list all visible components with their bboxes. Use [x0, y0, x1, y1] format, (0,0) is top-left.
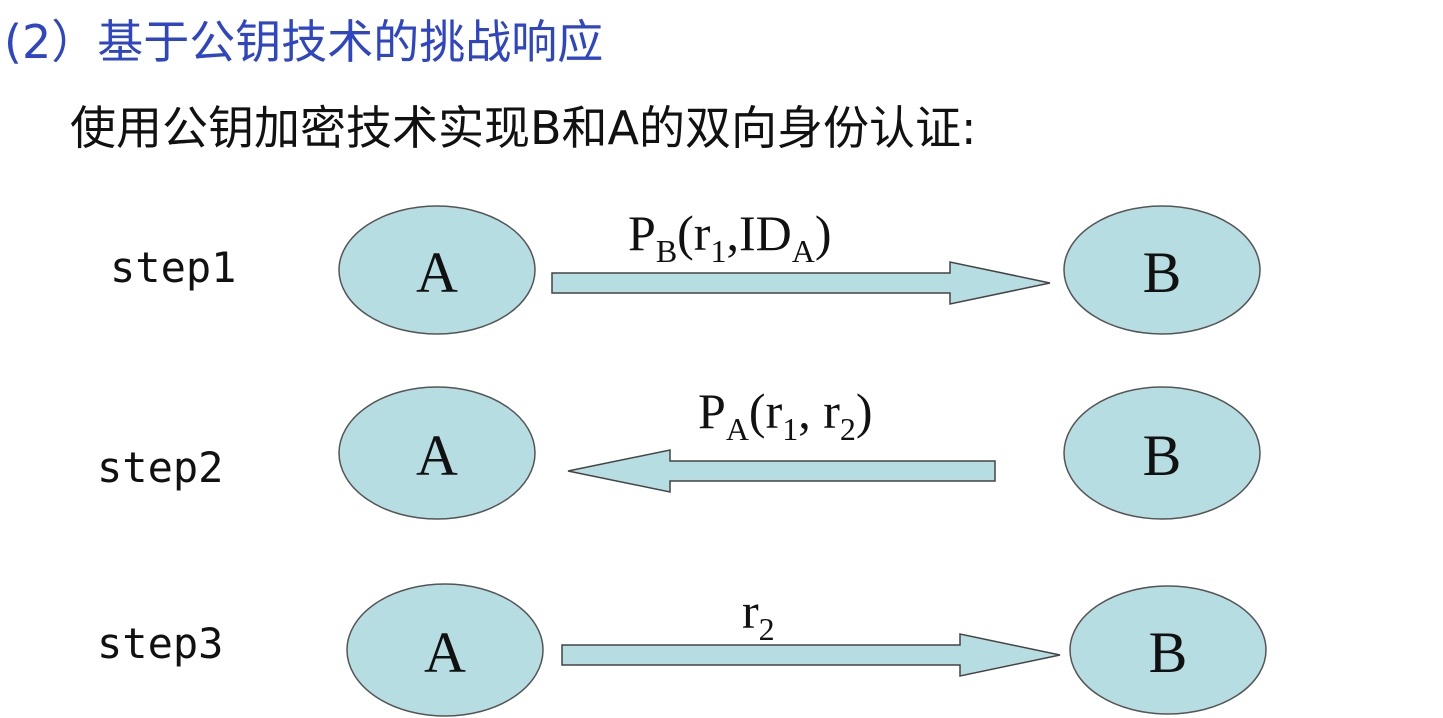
node-b-label: B: [1149, 620, 1188, 685]
arrow-left: [567, 449, 996, 493]
step-label: step1: [110, 243, 236, 292]
node-a-label: A: [416, 240, 458, 305]
message-label: r2: [742, 583, 775, 647]
step-label: step2: [97, 443, 223, 492]
node-a-label: A: [424, 620, 466, 685]
node-b-label: B: [1143, 423, 1182, 488]
arrow-right: [551, 261, 1051, 305]
node-b: [1069, 585, 1267, 715]
message-label: PA(r1, r2): [698, 383, 873, 447]
node-a: [338, 386, 536, 520]
step-label: step3: [97, 619, 223, 668]
step3-row: step3 A B r2: [97, 583, 1267, 717]
slide-subtitle: 使用公钥加密技术实现B和A的双向身份认证:: [70, 101, 977, 155]
node-a: [346, 583, 544, 717]
node-b-label: B: [1143, 240, 1182, 305]
node-a: [338, 205, 536, 335]
message-label: PB(r1,IDA): [628, 205, 832, 269]
node-b: [1063, 205, 1261, 335]
node-b: [1063, 386, 1261, 520]
slide-title: (2）基于公钥技术的挑战响应: [4, 15, 604, 69]
step1-row: step1 A B PB(r1,IDA): [110, 205, 1261, 335]
arrow-right: [561, 633, 1061, 677]
node-a-label: A: [416, 423, 458, 488]
step2-row: step2 A B PA(r1, r2): [97, 383, 1261, 520]
